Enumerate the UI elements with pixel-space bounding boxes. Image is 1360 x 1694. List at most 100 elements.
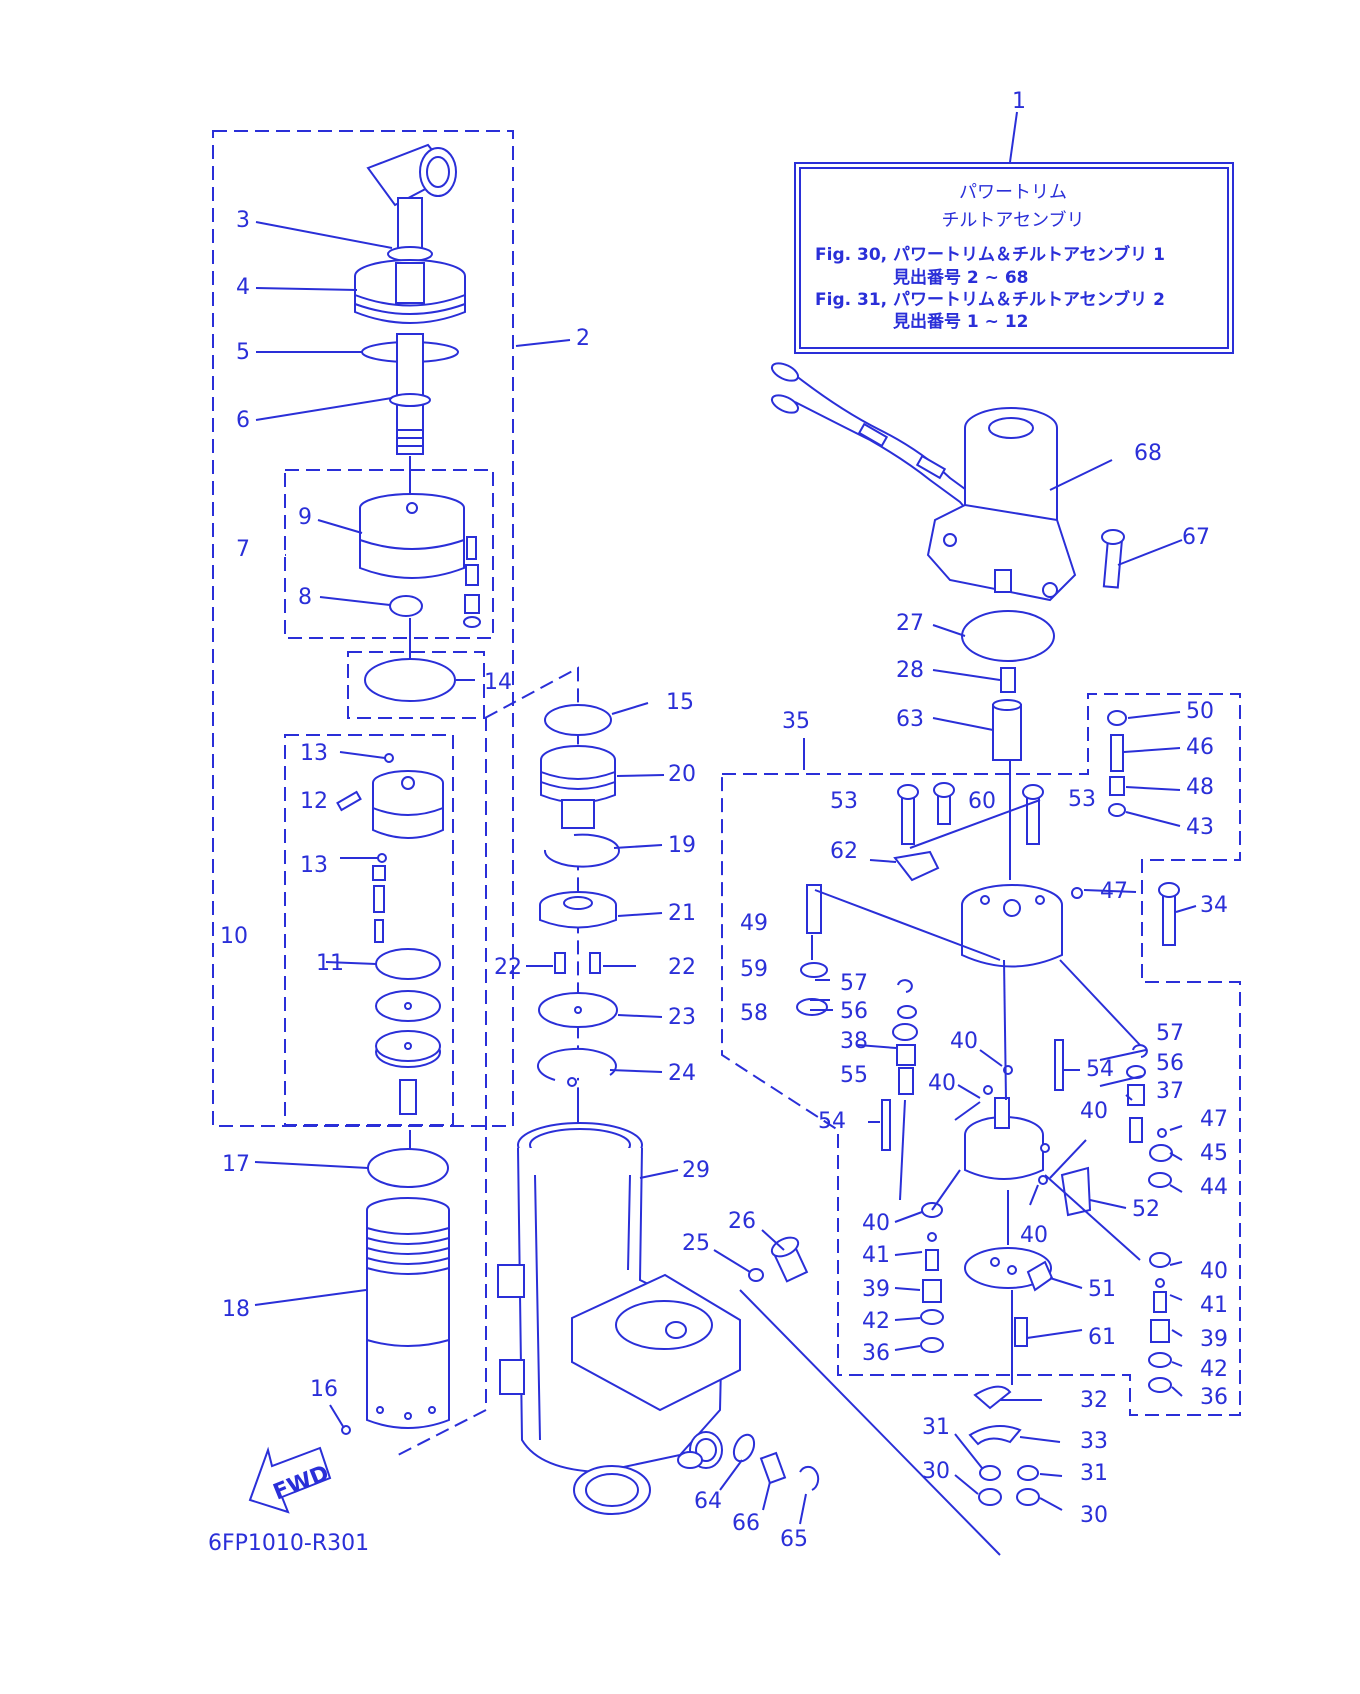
part-label-36b: 36 bbox=[1200, 1385, 1228, 1410]
motor-assembly bbox=[770, 362, 1125, 761]
part-label-31b: 31 bbox=[1080, 1461, 1108, 1486]
part-label-48: 48 bbox=[1186, 775, 1214, 800]
part-label-64: 64 bbox=[694, 1489, 722, 1514]
part-label-19: 19 bbox=[668, 833, 696, 858]
part-label-57a: 57 bbox=[840, 971, 868, 996]
part-label-51: 51 bbox=[1088, 1277, 1116, 1302]
part-label-56b: 56 bbox=[1156, 1051, 1184, 1076]
part-label-58: 58 bbox=[740, 1001, 768, 1026]
part-label-55: 55 bbox=[840, 1063, 868, 1088]
part-label-45: 45 bbox=[1200, 1141, 1228, 1166]
part-label-7: 7 bbox=[236, 537, 250, 562]
part-label-6: 6 bbox=[236, 408, 250, 433]
part-label-2: 2 bbox=[576, 326, 590, 351]
part-label-14: 14 bbox=[484, 670, 512, 695]
part-label-20: 20 bbox=[668, 762, 696, 787]
part-label-40e: 40 bbox=[1020, 1223, 1048, 1248]
part-label-65: 65 bbox=[780, 1527, 808, 1552]
part-number-labels: 2 3 4 5 6 7 8 9 10 11 12 13 13 14 15 16 … bbox=[220, 208, 1228, 1552]
info-fig31-range: 見出番号 1 ~ 12 bbox=[892, 311, 1029, 332]
part-label-16: 16 bbox=[310, 1377, 338, 1402]
part-label-63: 63 bbox=[896, 707, 924, 732]
part-label-32: 32 bbox=[1080, 1388, 1108, 1413]
part-label-25: 25 bbox=[682, 1231, 710, 1256]
plug-parts bbox=[732, 1236, 820, 1491]
part-label-31a: 31 bbox=[922, 1415, 950, 1440]
part-label-27: 27 bbox=[896, 611, 924, 636]
part-label-11: 11 bbox=[316, 951, 344, 976]
part-label-36a: 36 bbox=[862, 1341, 890, 1366]
part-label-40a: 40 bbox=[950, 1029, 978, 1054]
part-label-39a: 39 bbox=[862, 1277, 890, 1302]
part-label-40c: 40 bbox=[1080, 1099, 1108, 1124]
part-label-60: 60 bbox=[968, 789, 996, 814]
part-label-44: 44 bbox=[1200, 1175, 1228, 1200]
piston-rod-assembly bbox=[354, 143, 481, 702]
part-label-37: 37 bbox=[1156, 1079, 1184, 1104]
part-label-33: 33 bbox=[1080, 1429, 1108, 1454]
outer-cylinder bbox=[341, 1148, 450, 1435]
part-label-26: 26 bbox=[728, 1209, 756, 1234]
part-label-57b: 57 bbox=[1156, 1021, 1184, 1046]
part-label-38: 38 bbox=[840, 1029, 868, 1054]
part-label-28: 28 bbox=[896, 658, 924, 683]
info-title-1: パワートリム bbox=[959, 182, 1067, 203]
part-label-56a: 56 bbox=[840, 999, 868, 1024]
part-label-41a: 41 bbox=[862, 1243, 890, 1268]
part-label-39b: 39 bbox=[1200, 1327, 1228, 1352]
pump-assembly bbox=[796, 710, 1180, 1506]
info-fig30-ref: Fig. 30, パワートリム＆チルトアセンブリ 1 bbox=[815, 244, 1165, 265]
part-label-53b: 53 bbox=[1068, 787, 1096, 812]
part-label-9: 9 bbox=[298, 505, 312, 530]
part-label-8: 8 bbox=[298, 585, 312, 610]
part-label-43: 43 bbox=[1186, 815, 1214, 840]
part-label-67: 67 bbox=[1182, 525, 1210, 550]
part-label-23: 23 bbox=[668, 1005, 696, 1030]
part-label-12: 12 bbox=[300, 789, 328, 814]
part-label-46: 46 bbox=[1186, 735, 1214, 760]
assembly-lines bbox=[739, 760, 1141, 1556]
part-label-47a: 47 bbox=[1100, 879, 1128, 904]
part-label-17: 17 bbox=[222, 1152, 250, 1177]
part-label-22b: 22 bbox=[668, 955, 696, 980]
part-label-18: 18 bbox=[222, 1297, 250, 1322]
part-label-34: 34 bbox=[1200, 893, 1228, 918]
leader-lines bbox=[254, 221, 1197, 1525]
part-label-21: 21 bbox=[668, 901, 696, 926]
part-label-42a: 42 bbox=[862, 1309, 890, 1334]
part-label-61: 61 bbox=[1088, 1325, 1116, 1350]
part-label-59: 59 bbox=[740, 957, 768, 982]
part-label-10: 10 bbox=[220, 924, 248, 949]
part-label-40f: 40 bbox=[1200, 1259, 1228, 1284]
part-label-54a: 54 bbox=[1086, 1057, 1114, 1082]
part-label-47b: 47 bbox=[1200, 1107, 1228, 1132]
part-label-54b: 54 bbox=[818, 1109, 846, 1134]
middle-stack bbox=[537, 704, 620, 1132]
tilt-piston-assembly bbox=[336, 753, 444, 1155]
drawing-code: 6FP1010-R301 bbox=[208, 1531, 369, 1556]
part-label-40d: 40 bbox=[862, 1211, 890, 1236]
part-label-29: 29 bbox=[682, 1158, 710, 1183]
part-label-49: 49 bbox=[740, 911, 768, 936]
info-fig31-ref: Fig. 31, パワートリム＆チルトアセンブリ 2 bbox=[815, 289, 1165, 310]
part-label-5: 5 bbox=[236, 340, 250, 365]
part-label-68: 68 bbox=[1134, 441, 1162, 466]
part-label-15: 15 bbox=[666, 690, 694, 715]
part-label-40b: 40 bbox=[928, 1071, 956, 1096]
part-label-62: 62 bbox=[830, 839, 858, 864]
part-label-4: 4 bbox=[236, 275, 250, 300]
part-label-30b: 30 bbox=[1080, 1503, 1108, 1528]
part-label-53a: 53 bbox=[830, 789, 858, 814]
part-label-50: 50 bbox=[1186, 699, 1214, 724]
tilt-cylinder-housing bbox=[497, 1122, 741, 1515]
part-label-22a: 22 bbox=[494, 955, 522, 980]
part-label-42b: 42 bbox=[1200, 1357, 1228, 1382]
part-label-13a: 13 bbox=[300, 741, 328, 766]
info-box: パワートリム チルトアセンブリ Fig. 30, パワートリム＆チルトアセンブリ… bbox=[794, 162, 1234, 354]
part-label-35: 35 bbox=[782, 709, 810, 734]
info-title-2: チルトアセンブリ bbox=[941, 209, 1084, 231]
callout-1: 1 bbox=[1012, 89, 1026, 114]
part-label-41b: 41 bbox=[1200, 1293, 1228, 1318]
part-label-66: 66 bbox=[732, 1511, 760, 1536]
